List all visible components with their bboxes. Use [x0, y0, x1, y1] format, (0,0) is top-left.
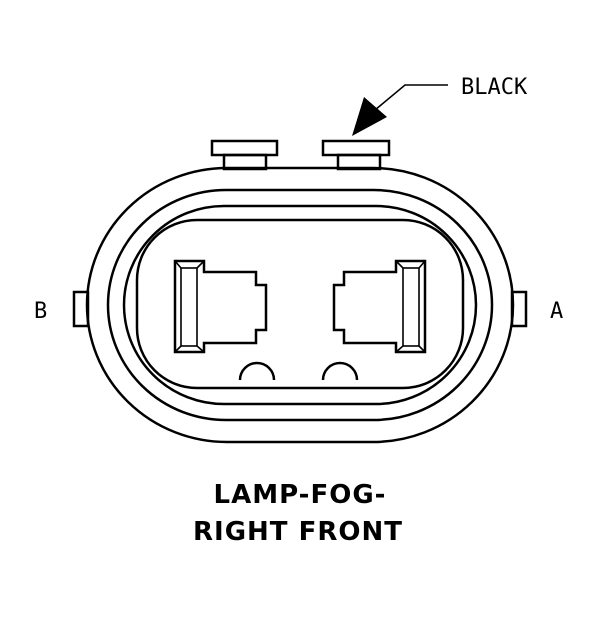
terminal-cavity-b [173, 259, 268, 354]
connector-title-line1: LAMP-FOG- [214, 480, 387, 510]
polarizing-bump-right [321, 361, 359, 381]
connector-inner-face [135, 218, 465, 390]
cavity-a-label: A [550, 299, 563, 324]
cavity-b-label: B [34, 299, 47, 324]
leader-arrowhead [352, 97, 387, 136]
latch-tab-right [321, 139, 391, 171]
polarizing-bump-left [238, 361, 276, 381]
connector-ring-2 [106, 188, 494, 422]
wire-color-label: BLACK [461, 75, 528, 100]
connector-ring-3 [122, 204, 478, 406]
wire-leader-line [374, 84, 448, 111]
connector-title-line2: RIGHT FRONT [193, 517, 403, 547]
connector-outer-shell [85, 166, 515, 444]
terminal-cavity-a [332, 259, 427, 354]
latch-tab-left [210, 139, 279, 171]
